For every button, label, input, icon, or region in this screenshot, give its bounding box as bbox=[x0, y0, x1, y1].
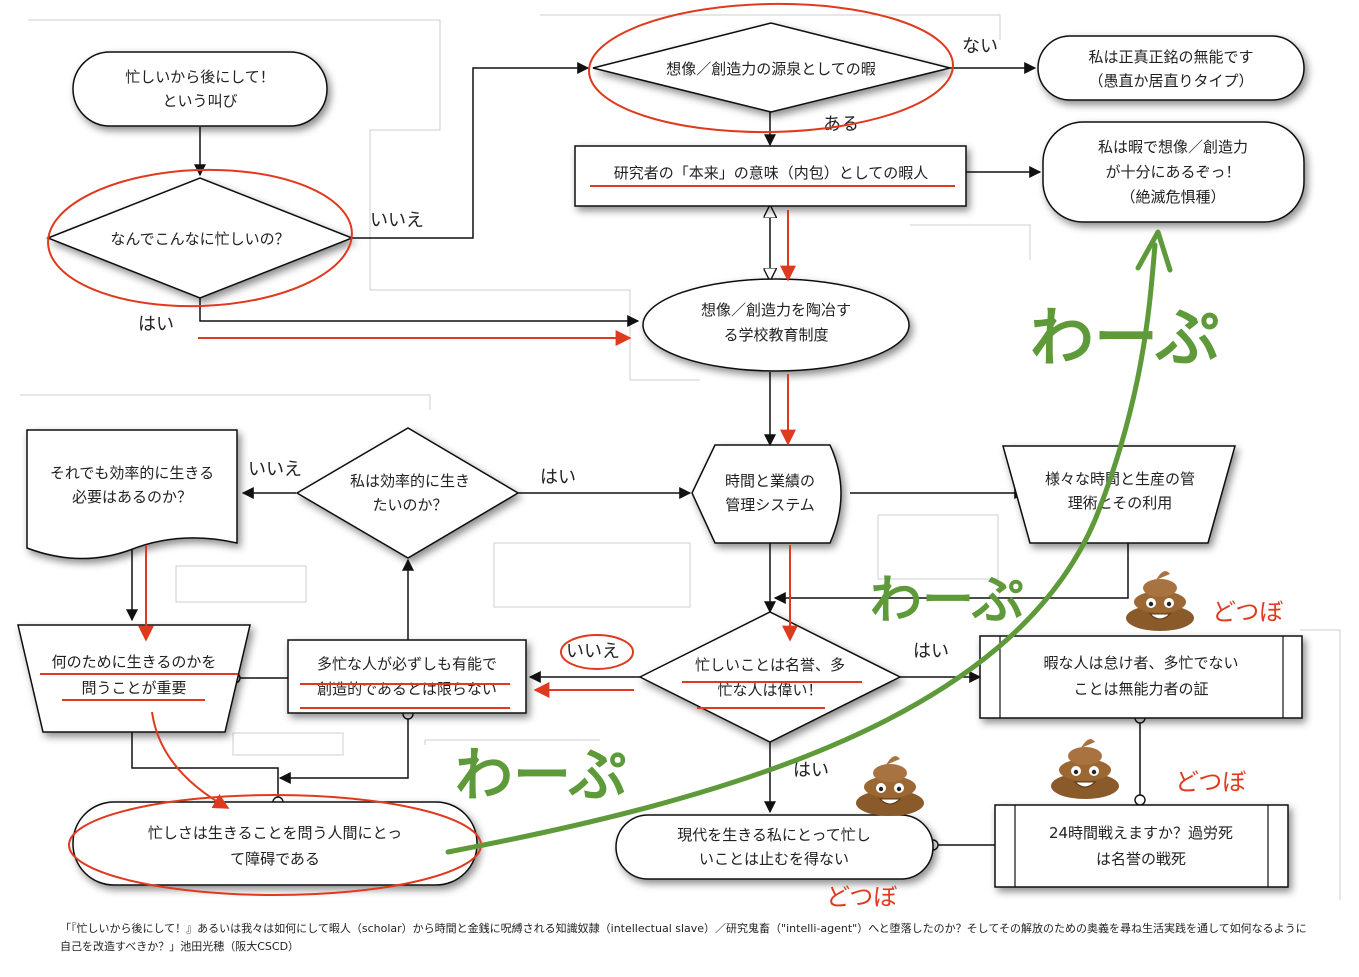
text-need-efficient-2: 必要はあるのか？ bbox=[72, 488, 192, 506]
background-outlines bbox=[20, 14, 1341, 900]
dotsubo-labels: どつぼ どつぼ どつぼ bbox=[826, 598, 1283, 911]
text-endangered-3: （絶滅危惧種） bbox=[1120, 188, 1225, 206]
green-warp: わーぷ わーぷ わーぷ bbox=[445, 229, 1219, 855]
text-want-efficient-1: 私は効率的に生き bbox=[350, 472, 470, 490]
dotsubo-2: どつぼ bbox=[1175, 768, 1246, 796]
label-hai-why: はい bbox=[138, 314, 174, 335]
text-endangered-1: 私は暇で想像／創造力 bbox=[1098, 138, 1248, 156]
poop-icon bbox=[856, 756, 924, 816]
red-circle-why bbox=[47, 168, 353, 308]
node-leisure-source bbox=[592, 22, 951, 113]
text-time-system-1: 時間と業績の bbox=[725, 472, 815, 490]
node-work24 bbox=[994, 804, 1289, 888]
text-leisure-source: 想像／創造力の源泉としての暇 bbox=[666, 60, 876, 78]
text-researcher: 研究者の「本来」の意味（内包）としての暇人 bbox=[614, 164, 929, 182]
label-iie-honor: いいえ bbox=[566, 641, 620, 662]
text-various-tech-1: 様々な時間と生産の管 bbox=[1045, 470, 1195, 488]
text-endangered-2: が十分にあるぞっ！ bbox=[1105, 163, 1240, 181]
text-idle-lazy-1: 暇な人は怠け者、多忙でない bbox=[1043, 654, 1238, 672]
text-incompetent-2: （愚直か居直りタイプ） bbox=[1088, 72, 1253, 90]
label-hai-honor-right: はい bbox=[913, 641, 949, 662]
text-busy-honor-2: 忙な人は偉い！ bbox=[717, 681, 822, 699]
node-busy-honor bbox=[638, 611, 902, 743]
node-purpose bbox=[17, 624, 251, 733]
text-work24-2: は名誉の戦死 bbox=[1096, 850, 1186, 868]
text-school-1: 想像／創造力を陶冶す bbox=[701, 301, 851, 319]
label-hai-efficient: はい bbox=[540, 467, 576, 488]
node-researcher bbox=[574, 145, 967, 207]
text-not-capable-2: 創造的であるとは限らない bbox=[317, 680, 497, 698]
warp-arrow bbox=[445, 242, 1158, 855]
nodes bbox=[17, 22, 1305, 888]
poop-icons bbox=[856, 571, 1194, 816]
box-inner-lines bbox=[999, 636, 1284, 887]
warp-arrowhead bbox=[1135, 229, 1173, 273]
text-purpose-1: 何のために生きるのかを bbox=[52, 653, 217, 671]
text-busy-honor-1: 忙しいことは名誉、多 bbox=[695, 656, 845, 674]
text-obstacle-1: 忙しさは生きることを問う人間にとっ bbox=[148, 824, 402, 842]
node-busy-cry bbox=[72, 51, 328, 127]
text-not-capable-1: 多忙な人が必ずしも有能で bbox=[317, 655, 497, 673]
text-idle-lazy-2: ことは無能力者の証 bbox=[1073, 680, 1208, 698]
node-obstacle bbox=[72, 801, 478, 886]
text-purpose-2: 問うことが重要 bbox=[81, 679, 186, 697]
node-modern bbox=[615, 814, 934, 880]
red-circle-leisure bbox=[588, 2, 954, 134]
node-texts: 忙しいから後にして！ という叫び なんでこんなに忙しいの？ 想像／創造力の源泉と… bbox=[50, 48, 1254, 868]
warp-text-3: わーぷ bbox=[455, 741, 627, 809]
warp-text-1: わーぷ bbox=[1030, 302, 1219, 376]
text-modern-1: 現代を生きる私にとって忙し bbox=[677, 826, 871, 844]
warp-text-2: わーぷ bbox=[870, 571, 1024, 631]
text-school-2: る学校教育制度 bbox=[723, 326, 828, 344]
node-school bbox=[642, 278, 910, 372]
node-various-tech bbox=[1002, 445, 1236, 544]
text-want-efficient-2: たいのか？ bbox=[372, 496, 447, 514]
node-endangered bbox=[1042, 121, 1305, 223]
label-aru: ある bbox=[823, 114, 859, 135]
text-busy-cry-2: という叫び bbox=[162, 92, 237, 110]
text-incompetent-1: 私は正真正銘の無能です bbox=[1088, 48, 1253, 66]
red-circle-iie bbox=[560, 634, 634, 670]
dotsubo-1: どつぼ bbox=[1212, 598, 1283, 626]
node-incompetent bbox=[1037, 35, 1305, 101]
label-iie-why: いいえ bbox=[370, 210, 424, 231]
text-need-efficient-1: それでも効率的に生きる bbox=[50, 464, 214, 482]
text-work24-1: 24時間戦えますか？過労死 bbox=[1049, 824, 1233, 842]
edge-labels: ない ある いいえ はい いいえ はい いいえ はい はい bbox=[138, 36, 998, 781]
label-nai: ない bbox=[962, 36, 998, 57]
node-not-capable bbox=[287, 639, 527, 714]
text-obstacle-2: て障碍である bbox=[230, 850, 320, 868]
text-why-busy: なんでこんなに忙しいの？ bbox=[110, 230, 289, 248]
dotsubo-3: どつぼ bbox=[826, 883, 897, 911]
red-annotations bbox=[40, 2, 955, 896]
text-various-tech-2: 理術とその利用 bbox=[1068, 494, 1173, 512]
label-iie-efficient: いいえ bbox=[248, 459, 302, 480]
label-hai-honor-down: はい bbox=[793, 760, 829, 781]
caption: 「『忙しいから後にして！』あるいは我々は如何にして暇人（scholar）から時間… bbox=[60, 922, 1307, 953]
node-need-efficient bbox=[26, 429, 238, 560]
poop-icon bbox=[1051, 739, 1119, 799]
text-busy-cry-1: 忙しいから後にして！ bbox=[125, 68, 275, 86]
poop-icon bbox=[1126, 571, 1194, 631]
node-idle-lazy bbox=[979, 635, 1303, 719]
text-modern-2: いことは止むを得ない bbox=[699, 850, 849, 868]
node-want-efficient bbox=[295, 427, 520, 559]
node-time-system bbox=[691, 444, 842, 544]
text-time-system-2: 管理システム bbox=[725, 496, 815, 514]
